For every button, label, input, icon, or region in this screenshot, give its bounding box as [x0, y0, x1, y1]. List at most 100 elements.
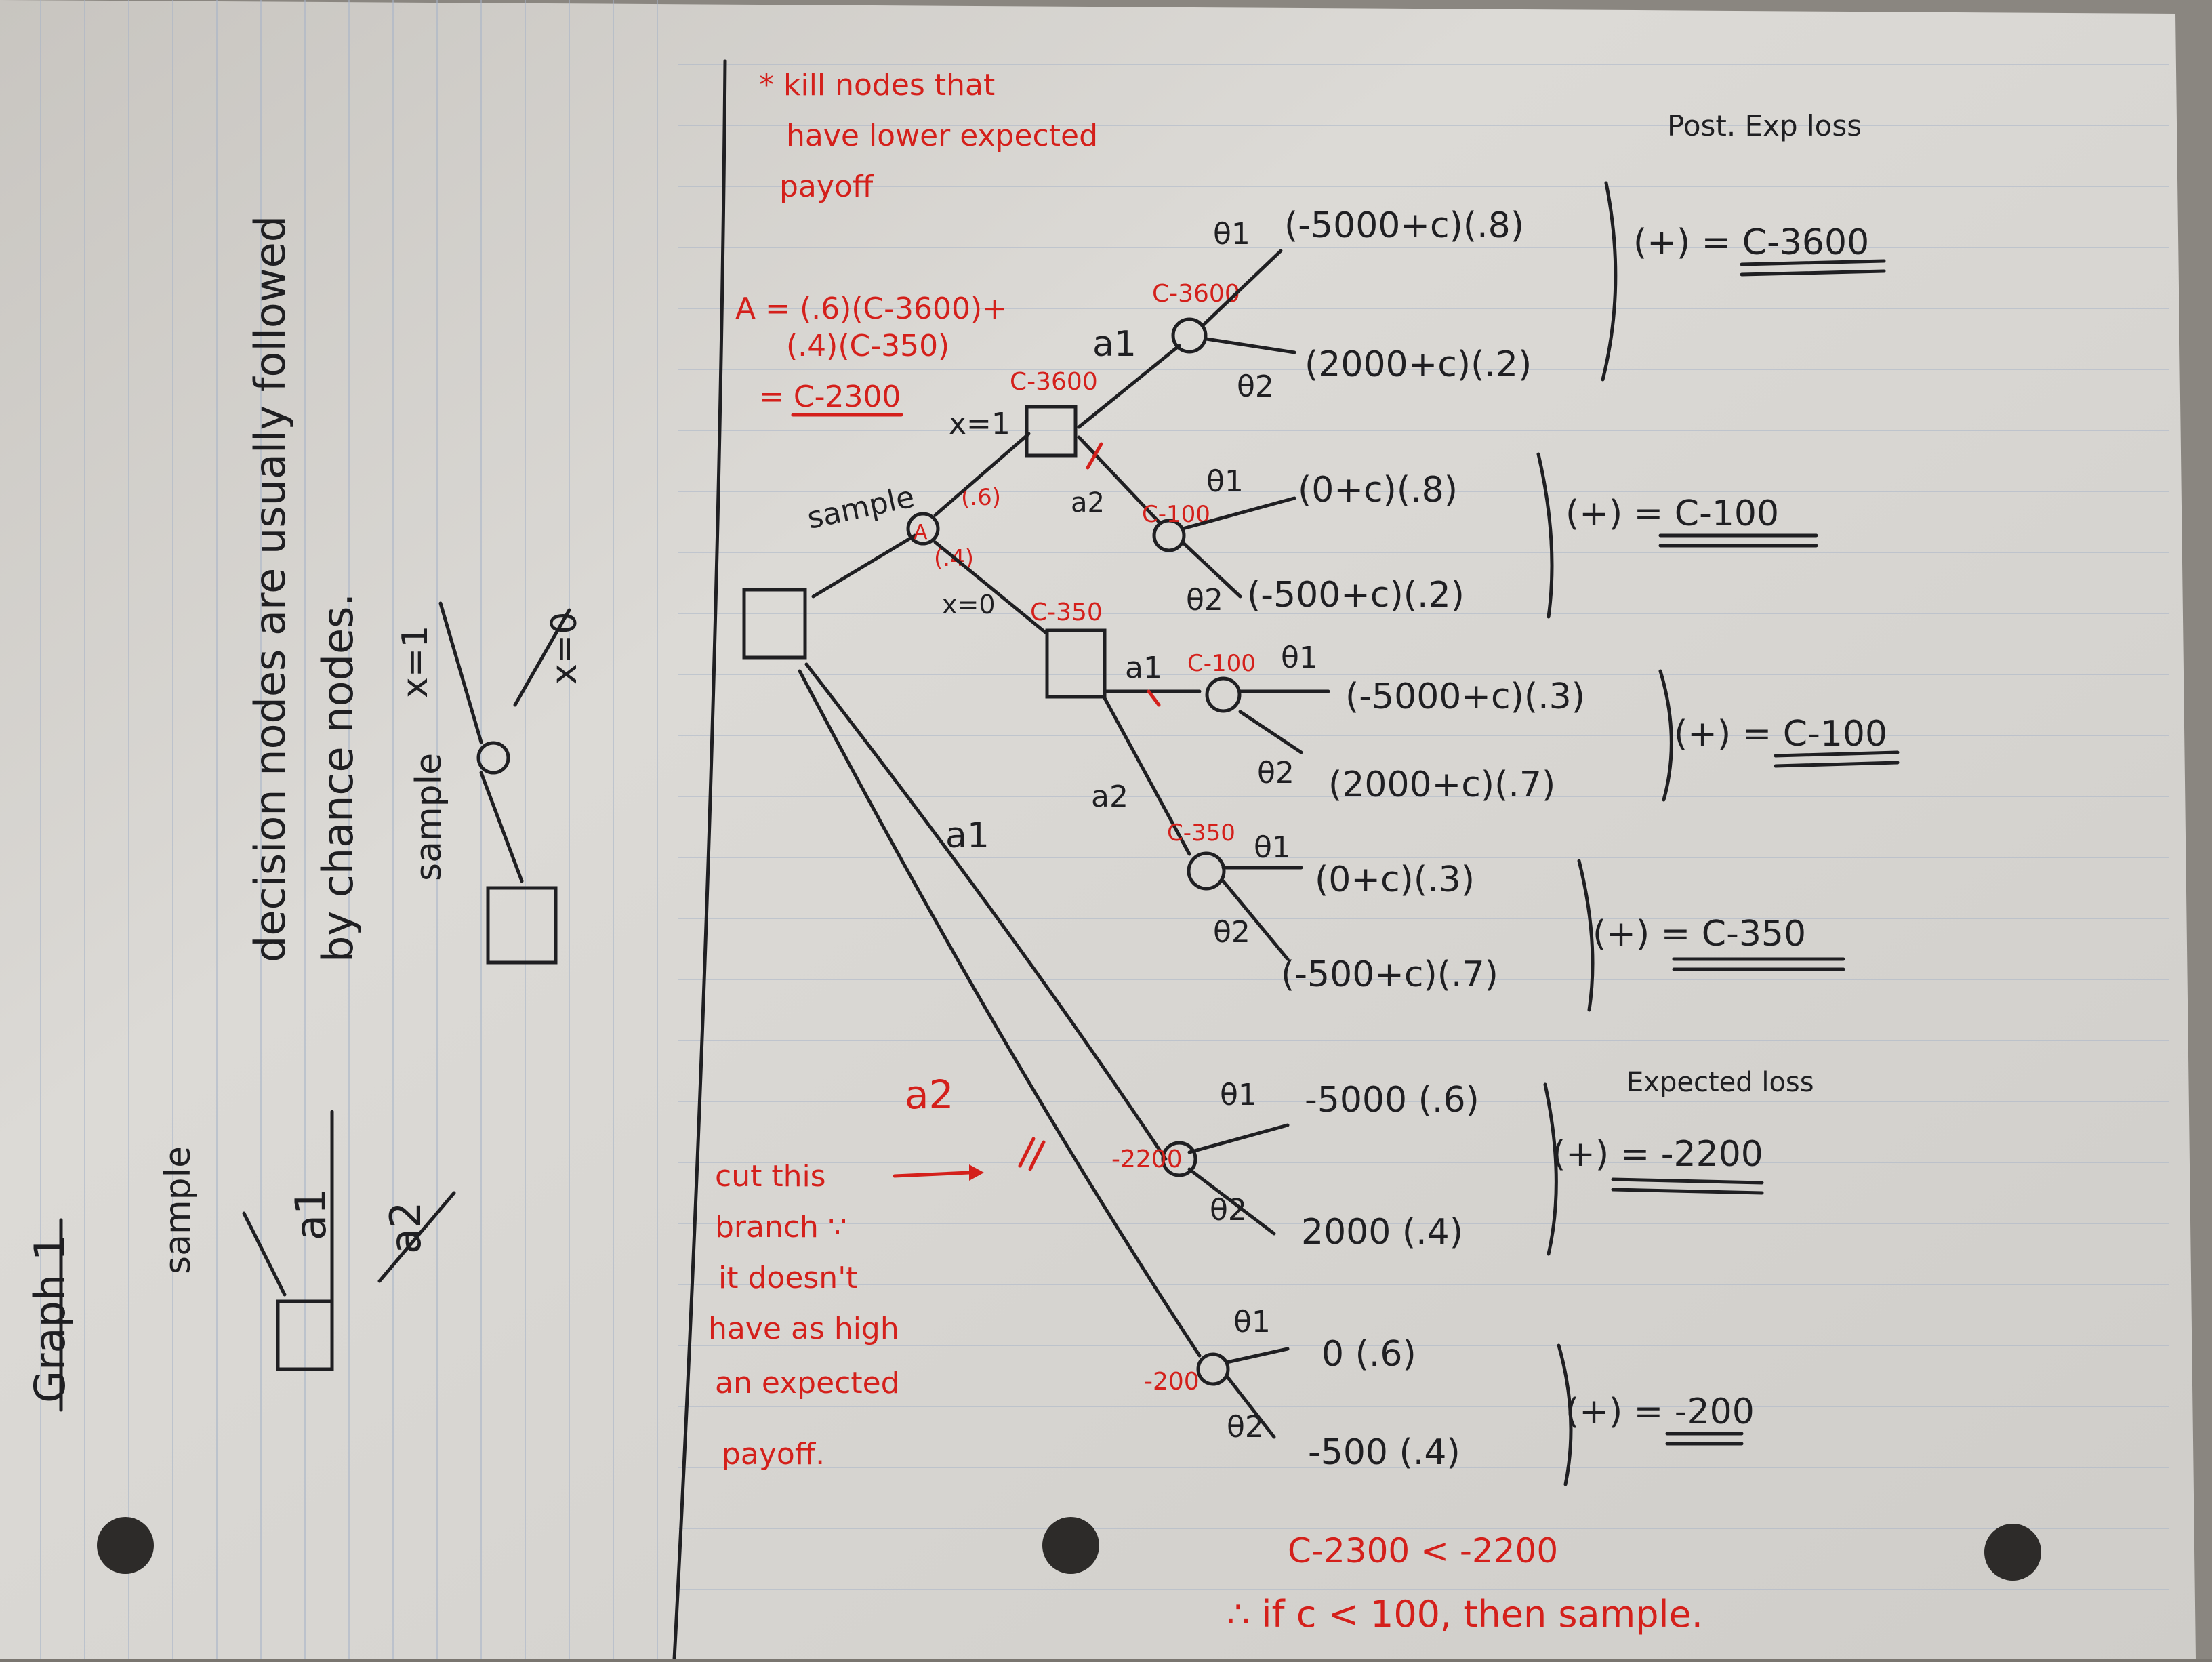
theta2-label: θ2 — [1210, 1193, 1247, 1228]
ruled-lines-horizontal — [678, 64, 2169, 1590]
x1-branch — [933, 432, 1031, 517]
cut-note-3: it doesn't — [718, 1261, 858, 1295]
outcome-1-theta2: (2000+c)(.2) — [1305, 344, 1532, 385]
post-exp-loss-header: Post. Exp loss — [1667, 109, 1862, 142]
d2-a1-label: a1 — [1125, 651, 1162, 685]
n6-value: -200 — [1144, 1368, 1200, 1396]
red-formula-1: A = (.6)(C-3600)+ — [735, 291, 1007, 326]
chance-node-2 — [1152, 519, 1186, 552]
x0-branch — [933, 540, 1049, 636]
decision-square-small — [276, 1299, 334, 1371]
outcome-group-3: θ1 θ2 (-5000+c)(.3) (2000+c)(.7) (+) = C… — [1238, 641, 1900, 805]
outcome-2-theta2: (-500+c)(.2) — [1247, 575, 1465, 615]
outcome-group-6: θ1 θ2 0 (.6) -500 (.4) (+) = -200 — [1225, 1305, 1755, 1486]
cut-arrow-head — [969, 1164, 984, 1181]
note-line-1: decision nodes are usually followed — [245, 216, 295, 962]
outcome-6-theta1: 0 (.6) — [1322, 1334, 1416, 1375]
outcome-group-2: θ1 θ2 (0+c)(.8) (-500+c)(.2) (+) = C-100 — [1181, 452, 1818, 619]
cut-note-5: an expected — [715, 1366, 900, 1400]
outcome-group-1: θ1 θ2 (-5000+c)(.8) (2000+c)(.2) (+) = C… — [1201, 181, 1886, 404]
sample-label-small: sample — [158, 1146, 199, 1274]
x1-label-small: x=1 — [395, 626, 436, 698]
outcome-5-theta1: -5000 (.6) — [1305, 1080, 1479, 1120]
chance-node-small — [476, 741, 510, 775]
cut-arrow — [893, 1171, 971, 1178]
outcome-5-sum: (+) = -2200 — [1552, 1134, 1763, 1175]
cut-note-4: have as high — [708, 1312, 899, 1346]
outcome-2-theta1: (0+c)(.8) — [1298, 470, 1458, 510]
theta1-label: θ1 — [1254, 830, 1291, 865]
outcome-4-theta1: (0+c)(.3) — [1315, 859, 1475, 900]
cut-note-1: cut this — [715, 1159, 826, 1194]
d2-a2-label: a2 — [1091, 779, 1128, 814]
d1-a2-branch — [1077, 435, 1161, 524]
root-a2-label: a2 — [905, 1072, 954, 1118]
sample-branch — [811, 533, 917, 599]
chance-node-5 — [1161, 1141, 1197, 1177]
branch-line — [377, 1191, 456, 1283]
outcome-3-theta1: (-5000+c)(.3) — [1345, 676, 1585, 717]
n4-value: C-350 — [1167, 819, 1235, 847]
decision-square-2 — [486, 886, 558, 965]
outcome-4-sum: (+) = C-350 — [1593, 914, 1806, 954]
decision-node-x0 — [1045, 628, 1107, 699]
d2-a2-branch — [1103, 696, 1191, 856]
a1-label-small: a1 — [286, 1188, 335, 1240]
outcome-group-4: θ1 θ2 (0+c)(.3) (-500+c)(.7) (+) = C-350 — [1213, 830, 1845, 1012]
outcome-5-theta2: 2000 (.4) — [1301, 1212, 1463, 1253]
graph-label: Graph 1 — [25, 1234, 75, 1403]
root-a1-branch — [804, 662, 1168, 1161]
x0-label-small: x=0 — [544, 612, 585, 685]
a2-label-small: a2 — [381, 1202, 430, 1254]
cut-mark — [1147, 689, 1161, 707]
outcome-1-sum: (+) = C-3600 — [1633, 222, 1869, 263]
branch-line — [479, 771, 524, 883]
bottom-line-1: C-2300 < -2200 — [1288, 1531, 1558, 1570]
d1-a1-branch — [1077, 344, 1181, 429]
expected-loss-header: Expected loss — [1626, 1067, 1814, 1098]
bottom-line-2: ∴ if c < 100, then sample. — [1227, 1593, 1703, 1636]
margin-line — [672, 59, 727, 1661]
d1-a1-label: a1 — [1092, 324, 1136, 365]
theta2-label: θ2 — [1227, 1410, 1264, 1444]
theta1-label: θ1 — [1220, 1078, 1257, 1112]
theta1-label: θ1 — [1206, 464, 1244, 499]
chance-node-A — [906, 512, 940, 546]
outcome-1-theta1: (-5000+c)(.8) — [1284, 205, 1524, 246]
outcome-3-theta2: (2000+c)(.7) — [1328, 765, 1555, 805]
red-formula-2: (.4)(C-350) — [786, 329, 949, 363]
n3-value: C-100 — [1187, 650, 1256, 677]
cut-mark — [1086, 442, 1103, 470]
n5-value: -2200 — [1111, 1146, 1183, 1173]
chance-node-3 — [1205, 676, 1242, 713]
theta2-label: θ2 — [1257, 756, 1294, 790]
outcome-2-sum: (+) = C-100 — [1565, 493, 1779, 534]
theta2-label: θ2 — [1186, 583, 1223, 617]
theta2-label: θ2 — [1213, 915, 1250, 950]
root-decision-node — [742, 588, 807, 660]
x0-label: x=0 — [942, 590, 996, 620]
outcome-6-sum: (+) = -200 — [1565, 1392, 1755, 1432]
x1-label: x=1 — [949, 407, 1010, 441]
branch-line — [438, 601, 483, 744]
d1-value: C-3600 — [1010, 368, 1098, 396]
outcome-group-5: θ1 θ2 -5000 (.6) 2000 (.4) (+) = -2200 — [1187, 1078, 1764, 1256]
cut-note-2: branch ∵ — [715, 1210, 847, 1244]
note-top-3: payoff — [779, 169, 874, 204]
sample-label-2: sample — [409, 753, 449, 881]
d2-value: C-350 — [1030, 599, 1103, 626]
theta1-label: θ1 — [1233, 1305, 1271, 1339]
outcome-6-theta2: -500 (.4) — [1308, 1432, 1460, 1473]
punch-hole — [1984, 1524, 2041, 1581]
chance-node-A-label: A — [914, 521, 928, 544]
decision-node-x1 — [1025, 405, 1078, 458]
punch-hole — [1042, 1517, 1099, 1574]
cut-mark — [1028, 1140, 1046, 1171]
branch-line — [242, 1211, 287, 1297]
root-a2-branch — [798, 669, 1202, 1358]
red-formula-3: = C-2300 — [759, 380, 901, 414]
d1-a2-label: a2 — [1071, 487, 1105, 519]
